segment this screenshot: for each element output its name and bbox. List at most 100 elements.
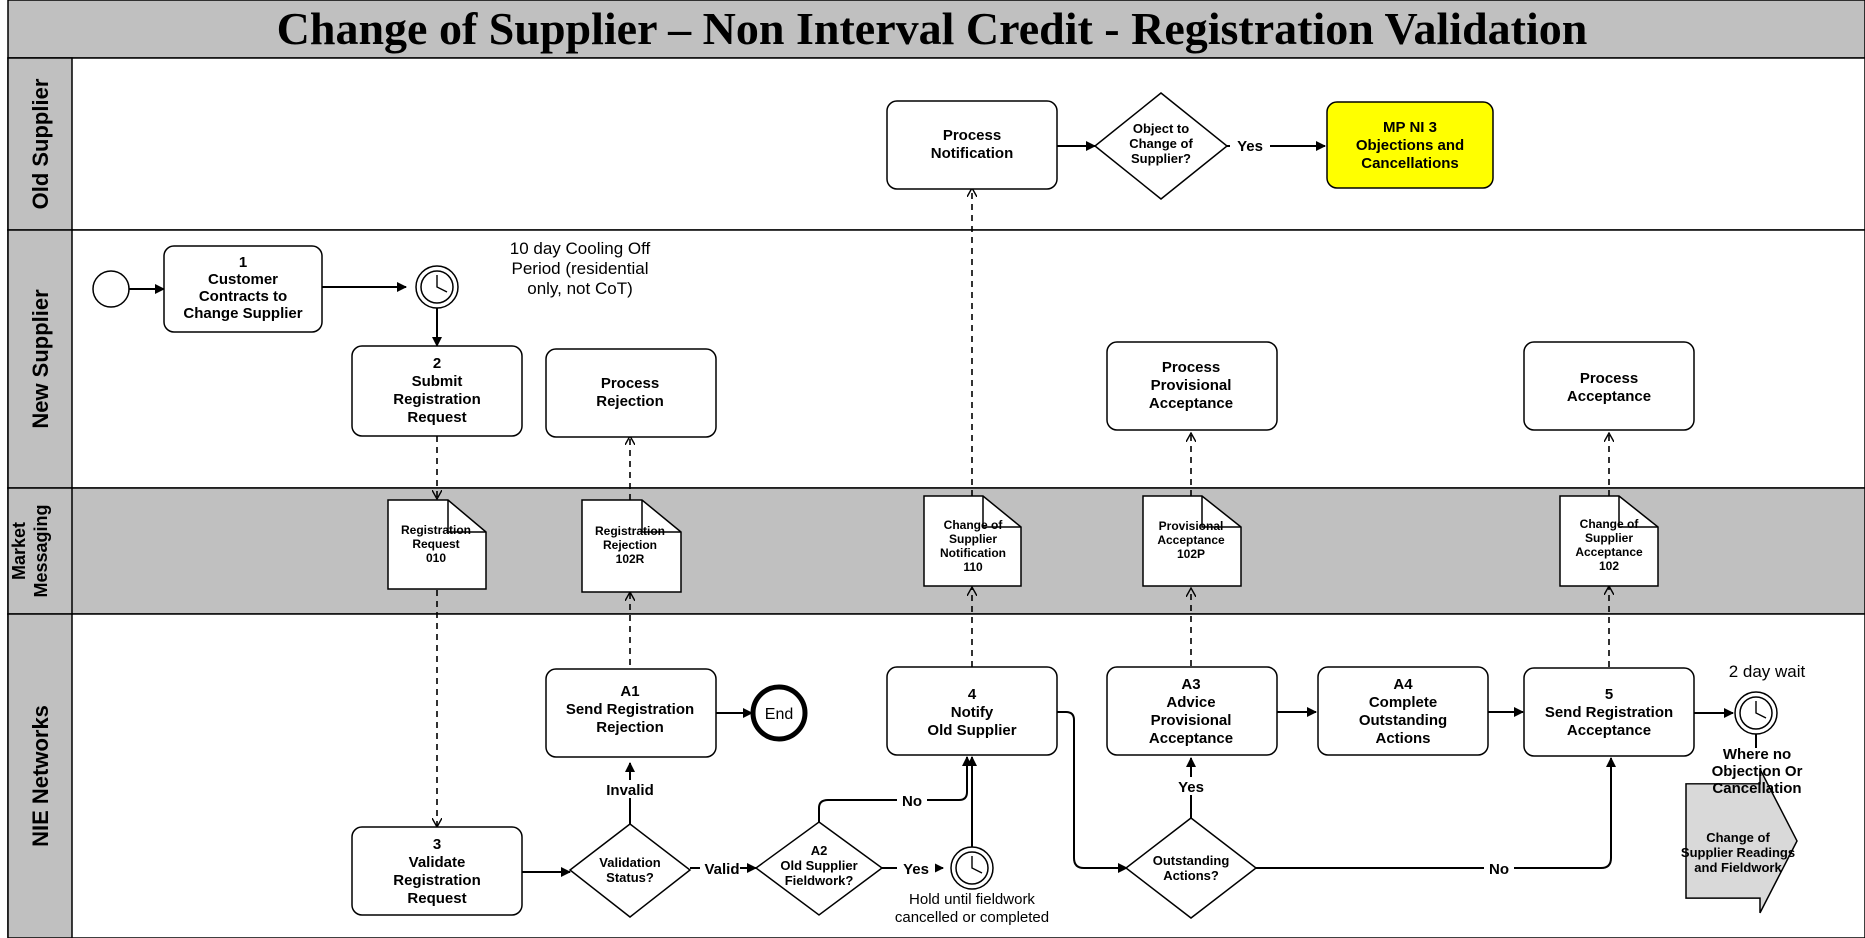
text-line: Validation: [599, 855, 660, 870]
task-complete-actions: [1317, 666, 1489, 756]
text-line: 102P: [1177, 547, 1205, 561]
text-line: Complete: [1369, 694, 1437, 711]
text-line: A4: [1393, 676, 1413, 693]
text-line: Rejection: [596, 719, 664, 736]
text-line: Notification: [931, 145, 1014, 162]
title-bar: [7, 0, 1865, 59]
text-line: Change of: [1129, 136, 1193, 151]
label-invalid: Invalid: [606, 782, 654, 799]
text-line: Customer: [208, 271, 278, 288]
lane-header-old-supplier: [7, 57, 73, 231]
decision-object-to-cos: [1093, 92, 1229, 200]
cooling-off-timer: [415, 265, 459, 309]
text-line: Object to: [1133, 121, 1189, 136]
text-line: MP NI 3: [1383, 119, 1437, 136]
text-line: Registration: [393, 872, 481, 889]
text-line: Acceptance: [1149, 730, 1233, 747]
text-line: Objection Or: [1712, 763, 1803, 780]
task-process-acceptance: [1523, 341, 1695, 431]
text-line: Submit: [412, 373, 463, 390]
label-no-outstanding: No: [1489, 861, 1509, 878]
text-line: Process: [1580, 370, 1638, 387]
text-line: Supplier?: [1131, 151, 1191, 166]
label-no-fieldwork: No: [902, 793, 922, 810]
flow-task4-to-outstanding: [1057, 711, 1128, 873]
lane-label-old-supplier: Old Supplier: [28, 78, 53, 209]
task-validate-registration: [351, 826, 523, 916]
text-line: Process: [943, 127, 1001, 144]
text-line: cancelled or completed: [895, 909, 1049, 926]
task-advice-provisional: [1106, 666, 1278, 756]
text-line: Request: [407, 890, 466, 907]
text-line: Period (residential: [511, 259, 648, 278]
text-line: Request: [407, 409, 466, 426]
text-line: Outstanding: [1359, 712, 1447, 729]
label-valid: Valid: [704, 861, 739, 878]
start-event: [92, 270, 130, 308]
lane-nie-networks: [7, 613, 1865, 938]
text-line: Provisional: [1151, 377, 1232, 394]
task-send-rejection: [545, 668, 717, 758]
diagram-title: Change of Supplier – Non Interval Credit…: [277, 3, 1588, 54]
task-customer-contracts: [163, 245, 323, 333]
end-event: [750, 684, 808, 742]
text-line: Request: [412, 537, 459, 551]
text-line: Change of: [1580, 517, 1640, 531]
text-line: 10 day Cooling Off: [510, 239, 651, 258]
text-line: Acceptance: [1149, 395, 1233, 412]
text-line: Notification: [940, 546, 1006, 560]
text-line: 3: [433, 836, 441, 853]
next-process-arrow: [1685, 768, 1798, 914]
text-line: Messaging: [31, 504, 51, 597]
text-line: Provisional: [1151, 712, 1232, 729]
text-line: Outstanding: [1153, 853, 1230, 868]
label-yes-fieldwork: Yes: [903, 861, 929, 878]
text-line: A1: [620, 683, 639, 700]
text-line: Supplier: [1585, 531, 1633, 545]
lane-header-new-supplier: [7, 229, 73, 489]
doc-provisional-acceptance: [1142, 495, 1242, 587]
note-two-day-wait: 2 day wait: [1729, 662, 1806, 681]
text-line: Acceptance: [1157, 533, 1225, 547]
fieldwork-hold-timer: [950, 846, 994, 890]
text-line: Contracts to: [199, 288, 287, 305]
text-line: only, not CoT): [527, 279, 633, 298]
text-line: Acceptance: [1567, 388, 1651, 405]
text-line: Objections and: [1356, 137, 1464, 154]
task-process-rejection: [545, 348, 717, 438]
text-line: Change of: [1706, 830, 1770, 845]
text-line: Advice: [1166, 694, 1215, 711]
text-line: Registration: [595, 524, 665, 538]
text-line: 2 day wait: [1729, 662, 1806, 681]
task-process-provisional: [1106, 341, 1278, 431]
text-line: Status?: [606, 870, 654, 885]
decision-outstanding-actions: [1124, 817, 1258, 919]
text-line: Hold until fieldwork: [909, 891, 1035, 908]
text-line: and Fieldwork: [1694, 860, 1782, 875]
label-yes-outstanding: Yes: [1178, 779, 1204, 796]
lane-header-market-messaging: [7, 487, 73, 615]
lane-label-nie-networks: NIE Networks: [28, 705, 53, 847]
label-yes-objection: Yes: [1237, 138, 1263, 155]
text-line: Registration: [393, 391, 481, 408]
task-process-notification: [886, 100, 1058, 190]
text-line: Change Supplier: [183, 305, 302, 322]
text-line: Fieldwork?: [785, 873, 854, 888]
